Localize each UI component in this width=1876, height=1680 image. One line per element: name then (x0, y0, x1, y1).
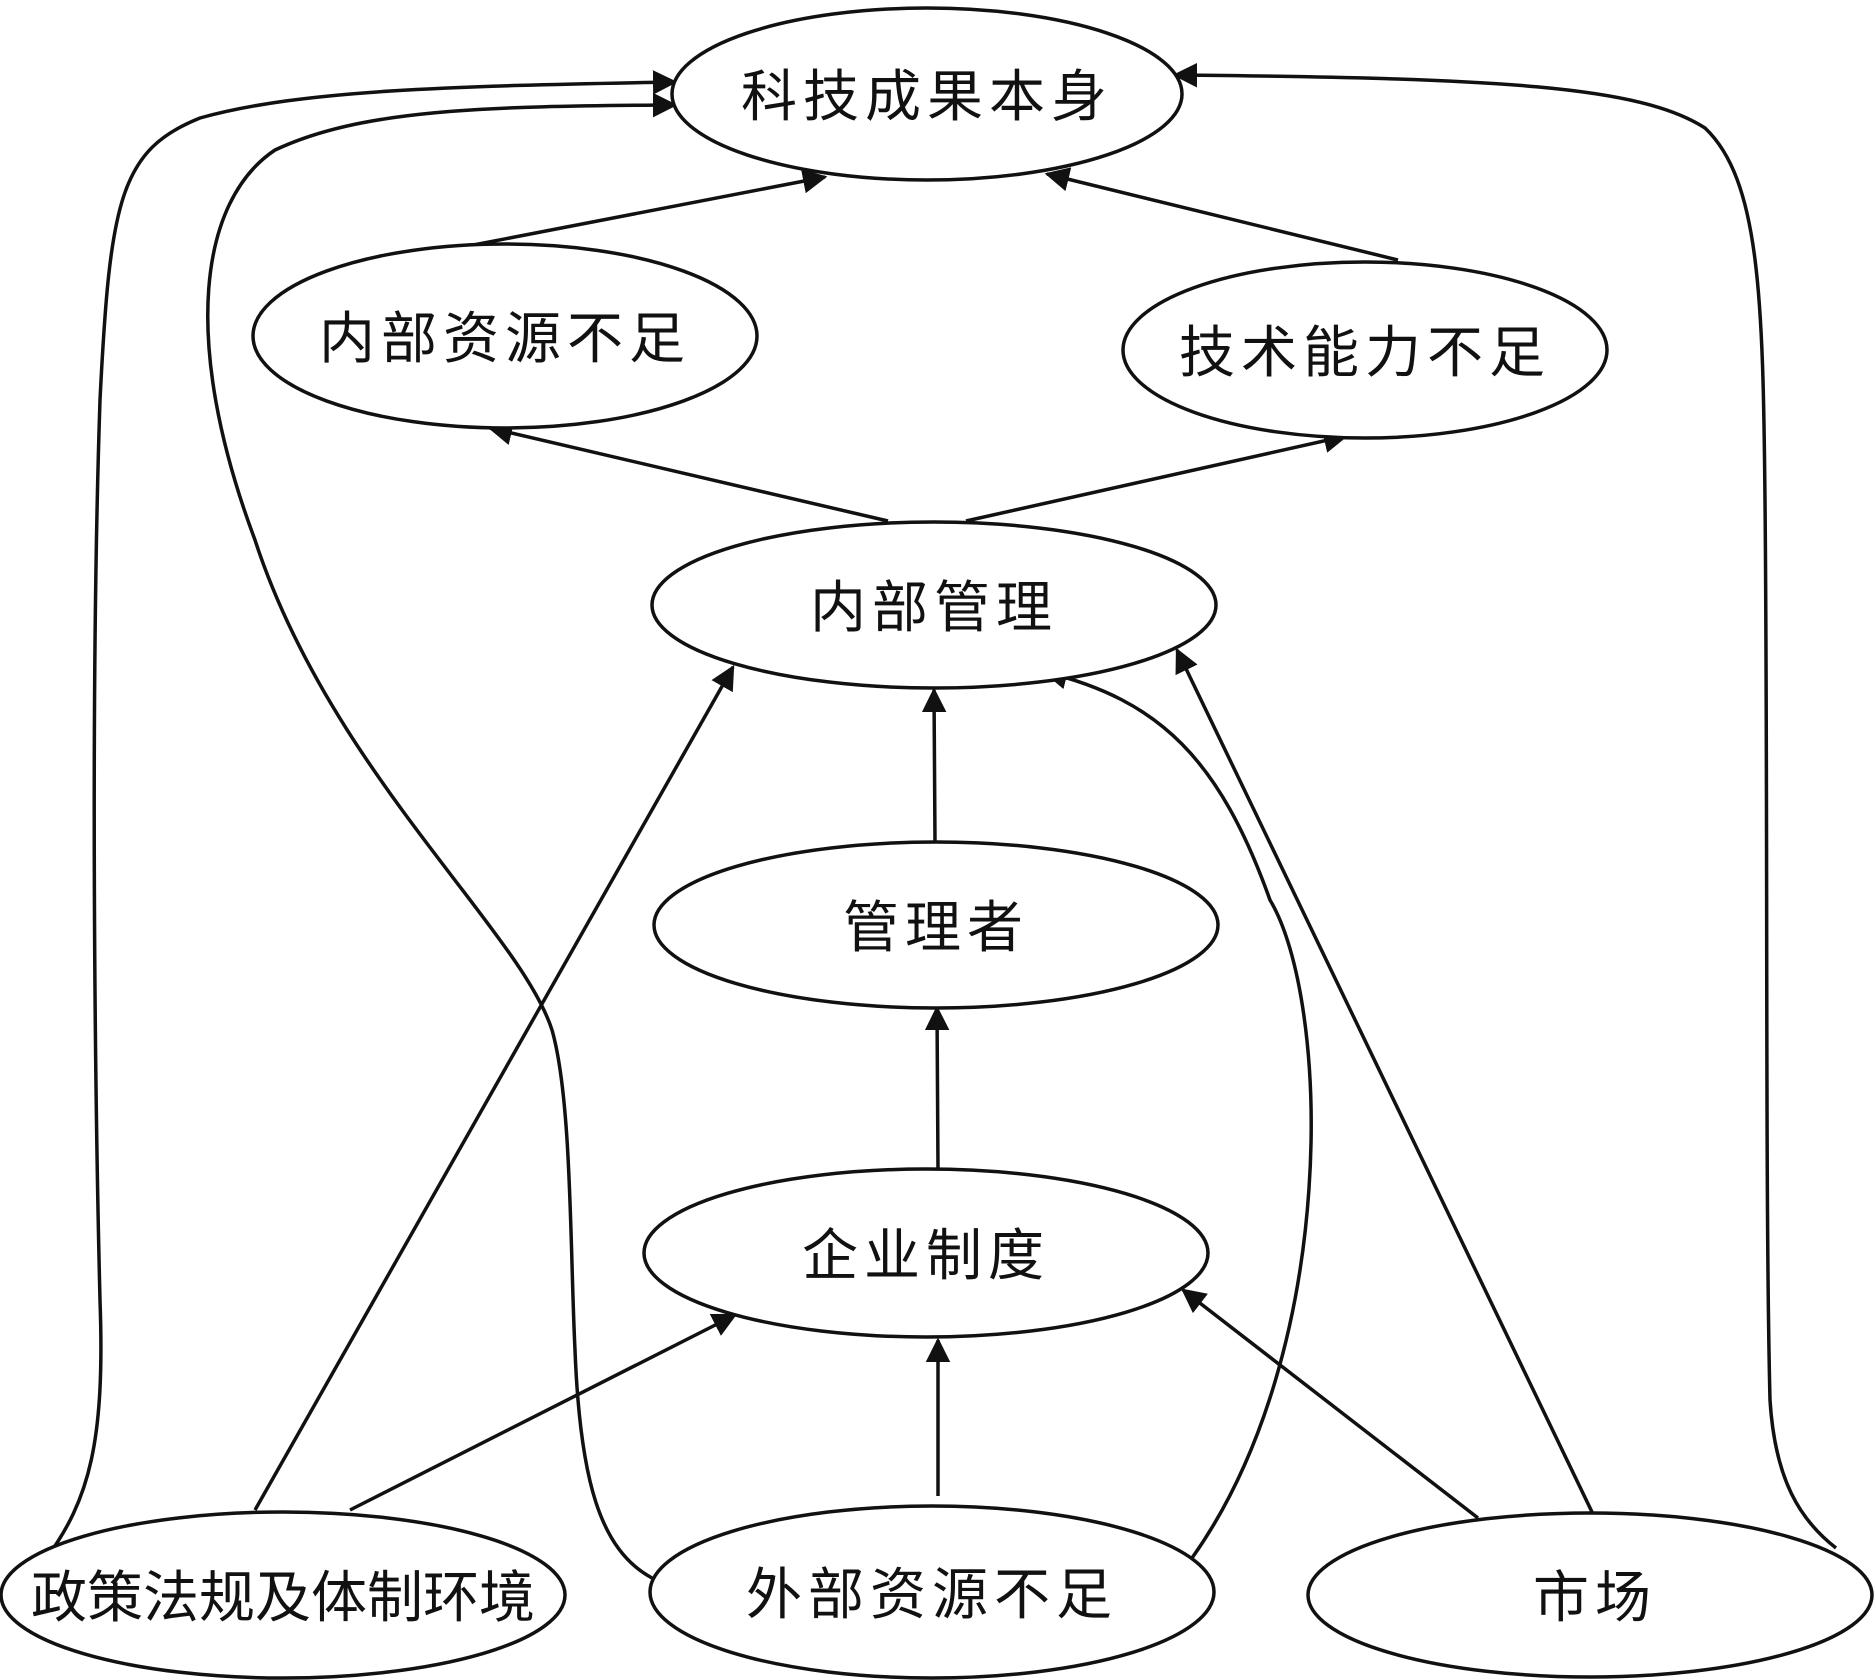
edge-market-to-enterprise-system (1181, 1288, 1480, 1520)
node-internal-resource-label: 内部资源不足 (319, 307, 691, 372)
node-tech-ability: 技术能力不足 (1121, 260, 1609, 440)
node-manager: 管理者 (652, 840, 1220, 1010)
edges (43, 62, 1838, 1580)
node-external-resource-label: 外部资源不足 (746, 1563, 1118, 1628)
node-market-label: 市场 (1533, 1566, 1657, 1631)
node-internal-management-shape (650, 520, 1218, 690)
edge-internal-management-to-tech-ability (965, 428, 1349, 523)
node-manager-shape (652, 840, 1220, 1010)
node-tech-result-shape (670, 6, 1184, 182)
node-market: 市场 (1306, 1511, 1874, 1679)
node-tech-result: 科技成果本身 (670, 6, 1184, 182)
edge-manager-to-internal-management (921, 687, 947, 843)
node-external-resource-shape (648, 1504, 1216, 1680)
node-internal-management-label: 内部管理 (810, 576, 1058, 641)
edge-enterprise-system-to-manager (924, 1005, 950, 1171)
edge-external-resource-to-tech-result (206, 92, 678, 1580)
node-enterprise-system: 企业制度 (642, 1167, 1210, 1339)
node-tech-ability-shape (1121, 260, 1609, 440)
edge-internal-management-to-internal-resource (487, 421, 889, 523)
node-external-resource: 外部资源不足 (648, 1504, 1216, 1680)
edge-market-to-internal-management (1175, 647, 1594, 1513)
node-policy-env: 政策法规及体制环境 (0, 1510, 567, 1680)
edge-market-to-tech-result (1172, 62, 1838, 1550)
node-internal-resource-shape (251, 242, 759, 430)
node-tech-result-label: 科技成果本身 (741, 65, 1113, 130)
node-manager-label: 管理者 (843, 896, 1029, 961)
node-internal-management: 内部管理 (650, 520, 1218, 690)
node-internal-resource: 内部资源不足 (251, 242, 759, 430)
edge-policy-to-enterprise-system (349, 1313, 738, 1512)
node-enterprise-system-shape (642, 1167, 1210, 1339)
nodes: 科技成果本身 内部资源不足 技术能力不足 内部管理 管理者 企业制度 政策法规及… (0, 6, 1874, 1680)
edge-internal-resource-to-tech-result (462, 169, 828, 249)
edge-tech-ability-to-tech-result (1044, 167, 1399, 262)
node-policy-env-label: 政策法规及体制环境 (31, 1566, 535, 1631)
node-policy-env-shape (0, 1510, 567, 1680)
node-tech-ability-label: 技术能力不足 (1179, 321, 1551, 386)
edge-policy-to-internal-management (253, 664, 735, 1511)
node-market-shape (1306, 1511, 1874, 1679)
edge-policy-to-tech-result (43, 70, 678, 1562)
node-enterprise-system-label: 企业制度 (802, 1224, 1050, 1289)
edge-external-resource-to-internal-management (1042, 665, 1313, 1560)
